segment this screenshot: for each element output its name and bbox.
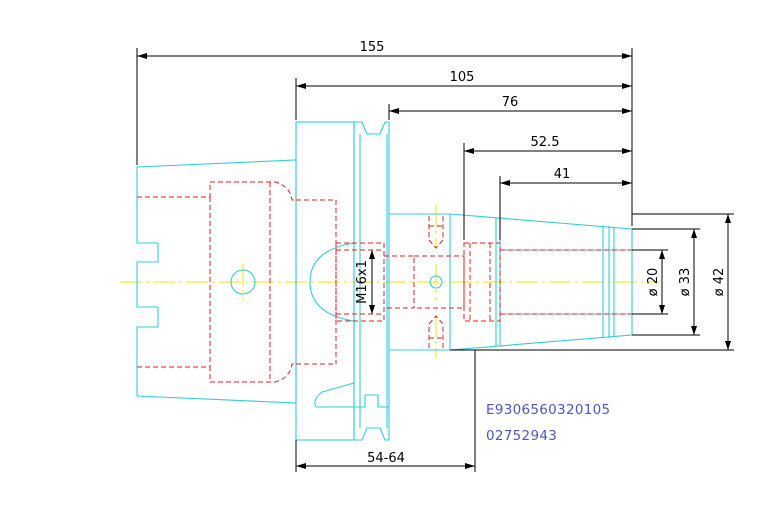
dim-dia-33: ø 33 (678, 268, 693, 297)
dim-41: 41 (554, 167, 571, 182)
dim-105: 105 (450, 70, 475, 85)
order-code: 02752943 (486, 428, 558, 444)
dim-52-5: 52.5 (531, 135, 560, 150)
dim-dia-20: ø 20 (646, 268, 661, 297)
dimension-lines (136, 48, 734, 472)
dim-dia-42: ø 42 (712, 268, 727, 297)
hidden-lines (137, 181, 632, 383)
dim-76: 76 (502, 95, 519, 110)
centerline (120, 205, 660, 358)
dim-54-64: 54-64 (367, 451, 405, 466)
tool-holder-outline (136, 121, 633, 441)
part-code: E9306560320105 (486, 402, 611, 418)
dim-thread: M16x1 (355, 260, 370, 304)
dim-155: 155 (360, 40, 385, 55)
dimension-labels: 155 105 76 52.5 41 54-64 M16x1 ø 20 ø 33… (355, 40, 727, 466)
